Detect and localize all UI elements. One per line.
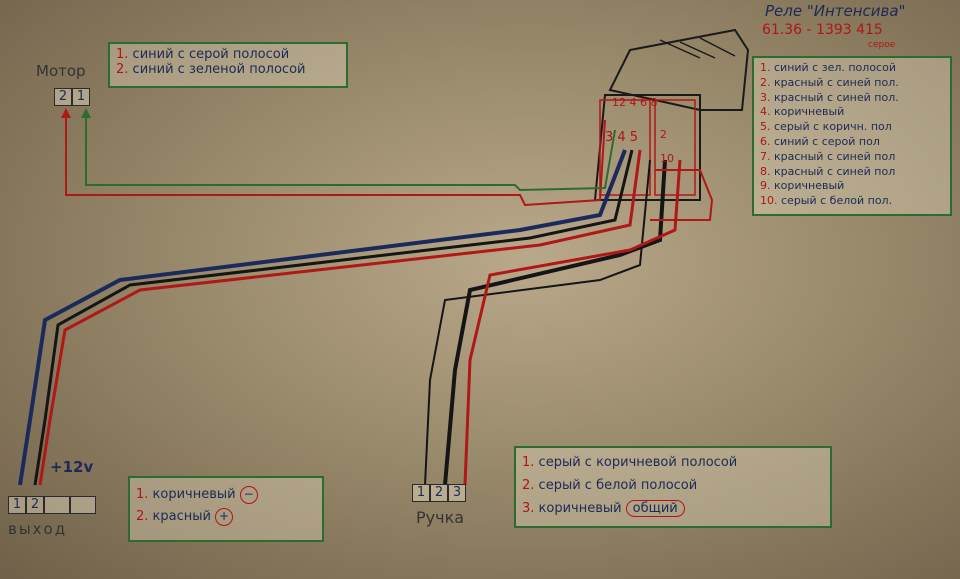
handle-pin: 1	[412, 484, 430, 502]
handle-label: Ручка	[416, 508, 465, 527]
output-pin	[44, 496, 70, 514]
motor-connector: 2 1	[54, 88, 90, 106]
wire-motor-red	[65, 112, 606, 207]
relay-pins-top: 12 4 6 8	[612, 96, 658, 109]
output-legend: 1. коричневый− 2. красный+	[128, 476, 324, 542]
output-connector: 1 2	[8, 496, 96, 514]
output-legend-item: 1. коричневый−	[136, 484, 316, 506]
relay-note: серое	[868, 40, 896, 50]
handle-legend-item: 2. серый с белой полосой	[522, 478, 698, 493]
relay-legend-item: 1. синий с зел. полосой	[760, 61, 896, 74]
motor-pin: 2	[54, 88, 72, 106]
wire-motor-green	[85, 112, 616, 192]
output-pin: 1	[8, 496, 26, 514]
handle-legend-item: 1. серый с коричневой полосой	[522, 455, 738, 470]
relay-legend-item: 4. коричневый	[760, 105, 845, 119]
relay-legend-item: 2. красный с синей пол.	[760, 75, 899, 89]
motor-pin-2-arrow	[61, 108, 71, 118]
minus-icon: −	[239, 485, 258, 504]
motor-legend-item: 1. синий с серой полосой	[116, 47, 290, 62]
common-tag: общий	[625, 500, 685, 517]
motor-legend-item: 2. синий с зеленой полосой	[116, 62, 306, 77]
relay-legend-item: 3. красный с синей пол.	[760, 90, 899, 104]
output-pin: 2	[26, 496, 44, 514]
wire-output-blue	[18, 149, 627, 486]
relay-part-number: 61.36 - 1393 415	[762, 22, 883, 38]
motor-legend: 1. синий с серой полосой 2. синий с зеле…	[108, 42, 348, 88]
wire-output-black	[33, 149, 634, 486]
output-label: выход	[8, 520, 68, 538]
handle-pin: 2	[430, 484, 448, 502]
wire-relay-loop	[650, 169, 714, 221]
relay-legend-item: 10. серый с белой пол.	[760, 194, 893, 208]
motor-pin: 1	[72, 88, 90, 106]
relay-legend: 1. синий с зел. полосой 2. красный с син…	[752, 56, 952, 216]
handle-connector: 1 2 3	[412, 484, 466, 502]
relay-legend-item: 6. синий с серой пол	[760, 134, 880, 148]
relay-body	[593, 28, 750, 201]
wire-output-red	[38, 149, 642, 486]
wire-handle-2	[443, 159, 667, 486]
handle-pin: 3	[448, 484, 466, 502]
relay-title: Реле "Интенсива"	[765, 2, 906, 20]
relay-legend-item: 7. красный с синей пол	[760, 149, 896, 163]
relay-pins-bottom: 3 4 5	[605, 130, 639, 145]
output-pin	[70, 496, 96, 514]
handle-legend: 1. серый с коричневой полосой 2. серый с…	[514, 446, 832, 528]
relay-pin-side-1: 2	[660, 128, 667, 141]
relay-legend-item: 9. коричневый	[760, 179, 845, 193]
plus-icon: +	[214, 507, 233, 526]
wire-handle-3	[463, 159, 682, 486]
output-voltage: +12v	[50, 458, 94, 476]
output-legend-item: 2. красный+	[136, 506, 316, 528]
relay-legend-item: 8. красный с синей пол	[760, 164, 896, 178]
motor-pin-1-arrow	[81, 108, 91, 118]
motor-label: Мотор	[36, 62, 86, 80]
relay-pin-side-2: 10	[660, 152, 674, 165]
relay-legend-item: 5. серый с коричн. пол	[760, 120, 892, 134]
